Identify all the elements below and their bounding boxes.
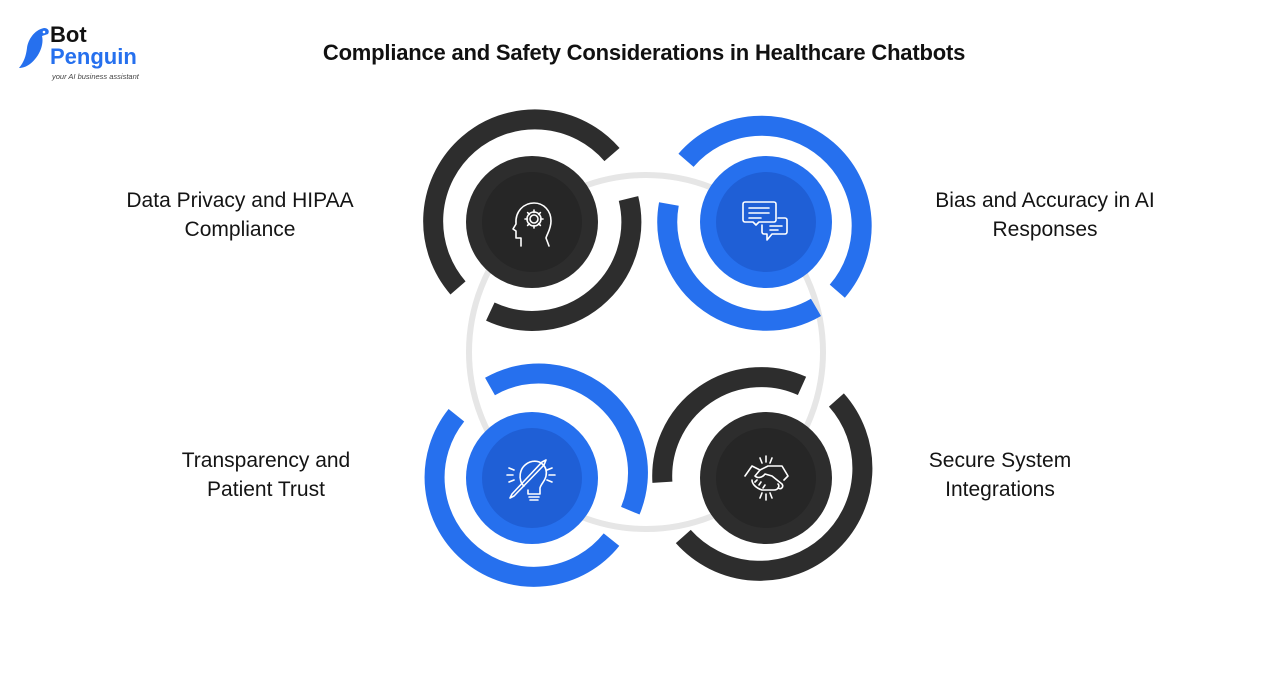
brand-tagline: your AI business assistant <box>52 72 139 81</box>
brand-name-line1: Bot <box>50 22 87 47</box>
label-secure-integrations: Secure System Integrations <box>928 449 1072 501</box>
node-transparency-trust <box>424 363 648 587</box>
label-data-privacy: Data Privacy and HIPAA Compliance <box>126 189 354 241</box>
outer-arc <box>652 367 807 483</box>
connector-ring <box>466 172 826 532</box>
node-data-privacy <box>423 109 642 331</box>
outer-arc <box>486 196 642 331</box>
outer-arc <box>675 393 873 581</box>
outer-arc <box>423 109 620 295</box>
node-bias-accuracy <box>657 115 872 331</box>
lightbulb-pencil-icon <box>506 459 556 501</box>
brand-logo: Bot Penguin your AI business assistant <box>18 24 158 84</box>
outer-arc <box>485 363 648 515</box>
head-gear-icon <box>512 202 552 247</box>
brand-name-line2: Penguin <box>50 44 137 69</box>
chat-bubbles-icon <box>742 201 788 241</box>
outer-arc <box>657 202 822 331</box>
outer-arc <box>678 115 872 298</box>
label-bias-accuracy: Bias and Accuracy in AI Responses <box>935 189 1155 241</box>
penguin-icon <box>19 28 49 68</box>
node-secure-integrations <box>652 367 873 581</box>
outer-arc <box>424 409 620 587</box>
handshake-icon <box>744 455 789 501</box>
label-transparency-trust: Transparency and Patient Trust <box>181 449 351 501</box>
page-title: Compliance and Safety Considerations in … <box>322 40 966 65</box>
